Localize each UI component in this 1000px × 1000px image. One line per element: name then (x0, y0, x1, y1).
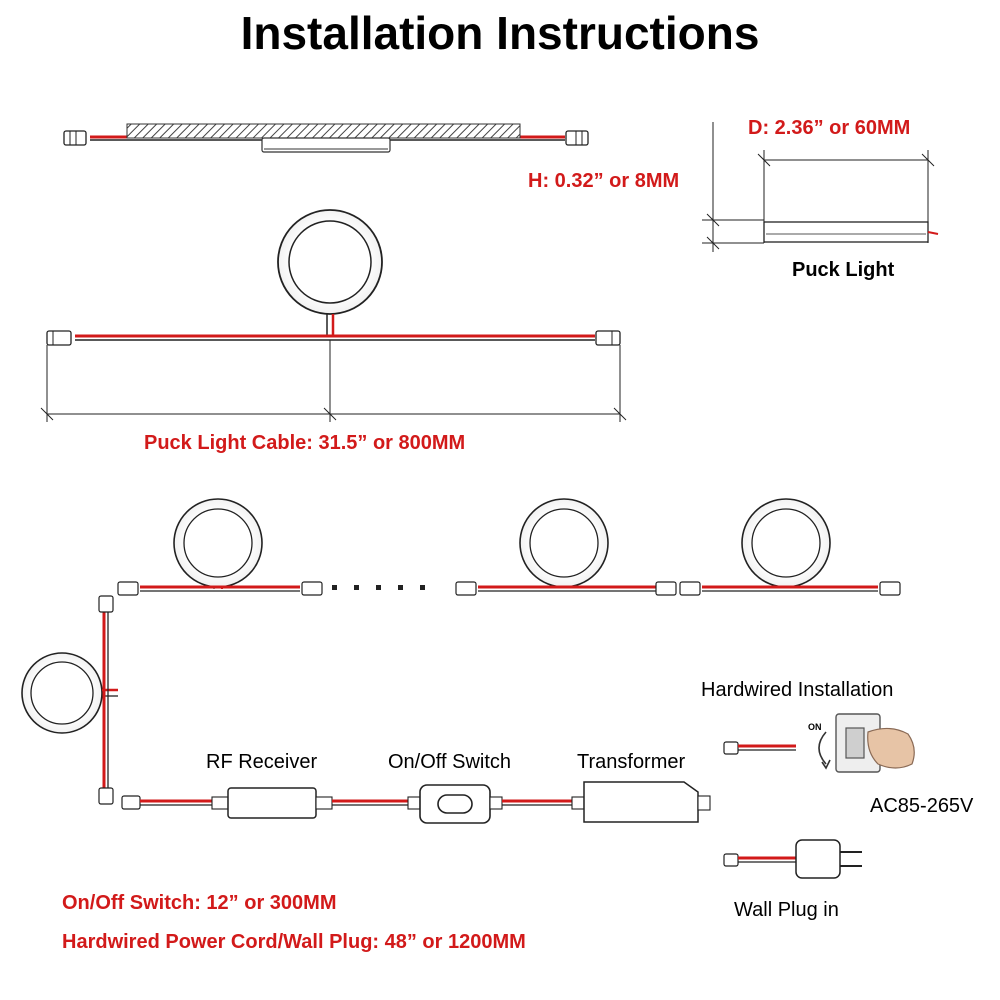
onoff-switch-icon (407, 784, 503, 824)
voltage-label: AC85-265V (870, 795, 974, 817)
connector-left-icon (46, 330, 72, 346)
side-view-cable (63, 123, 589, 153)
connector-left-icon (63, 130, 87, 146)
transformer-label: Transformer (577, 751, 686, 773)
connector-right-icon (595, 330, 621, 346)
switch-on-label: ON (808, 722, 822, 732)
connector-right-icon (565, 130, 589, 146)
hand-icon (867, 727, 915, 769)
rf-receiver-icon (211, 787, 333, 819)
power-cord-note: Hardwired Power Cord/Wall Plug: 48” or 1… (62, 931, 526, 953)
switch-cord-note: On/Off Switch: 12” or 300MM (62, 892, 337, 914)
hardwired-label: Hardwired Installation (701, 679, 894, 701)
wall-plug (723, 839, 862, 879)
onoff-switch-label: On/Off Switch (388, 751, 512, 773)
main-wiring-run (121, 781, 711, 824)
cable-length-label: Puck Light Cable: 31.5” or 800MM (144, 432, 466, 454)
puck-light-caption: Puck Light (792, 259, 895, 281)
depth-label: D: 2.36” or 60MM (748, 117, 911, 139)
page-title: Installation Instructions (240, 7, 760, 59)
puck-dimension-drawing (702, 122, 939, 252)
plug-icon (795, 839, 862, 879)
wall-switch-icon (818, 713, 881, 773)
puck-light-chain (117, 498, 901, 596)
wall-plug-label: Wall Plug in (734, 899, 839, 921)
height-label: H: 0.32” or 8MM (528, 170, 680, 192)
hardwired-installation (723, 713, 915, 773)
rf-receiver-label: RF Receiver (206, 751, 318, 773)
continuation-dots (332, 585, 425, 590)
feed-puck-light (21, 595, 118, 805)
puck-light-cable (40, 209, 627, 422)
transformer-icon (571, 781, 711, 823)
